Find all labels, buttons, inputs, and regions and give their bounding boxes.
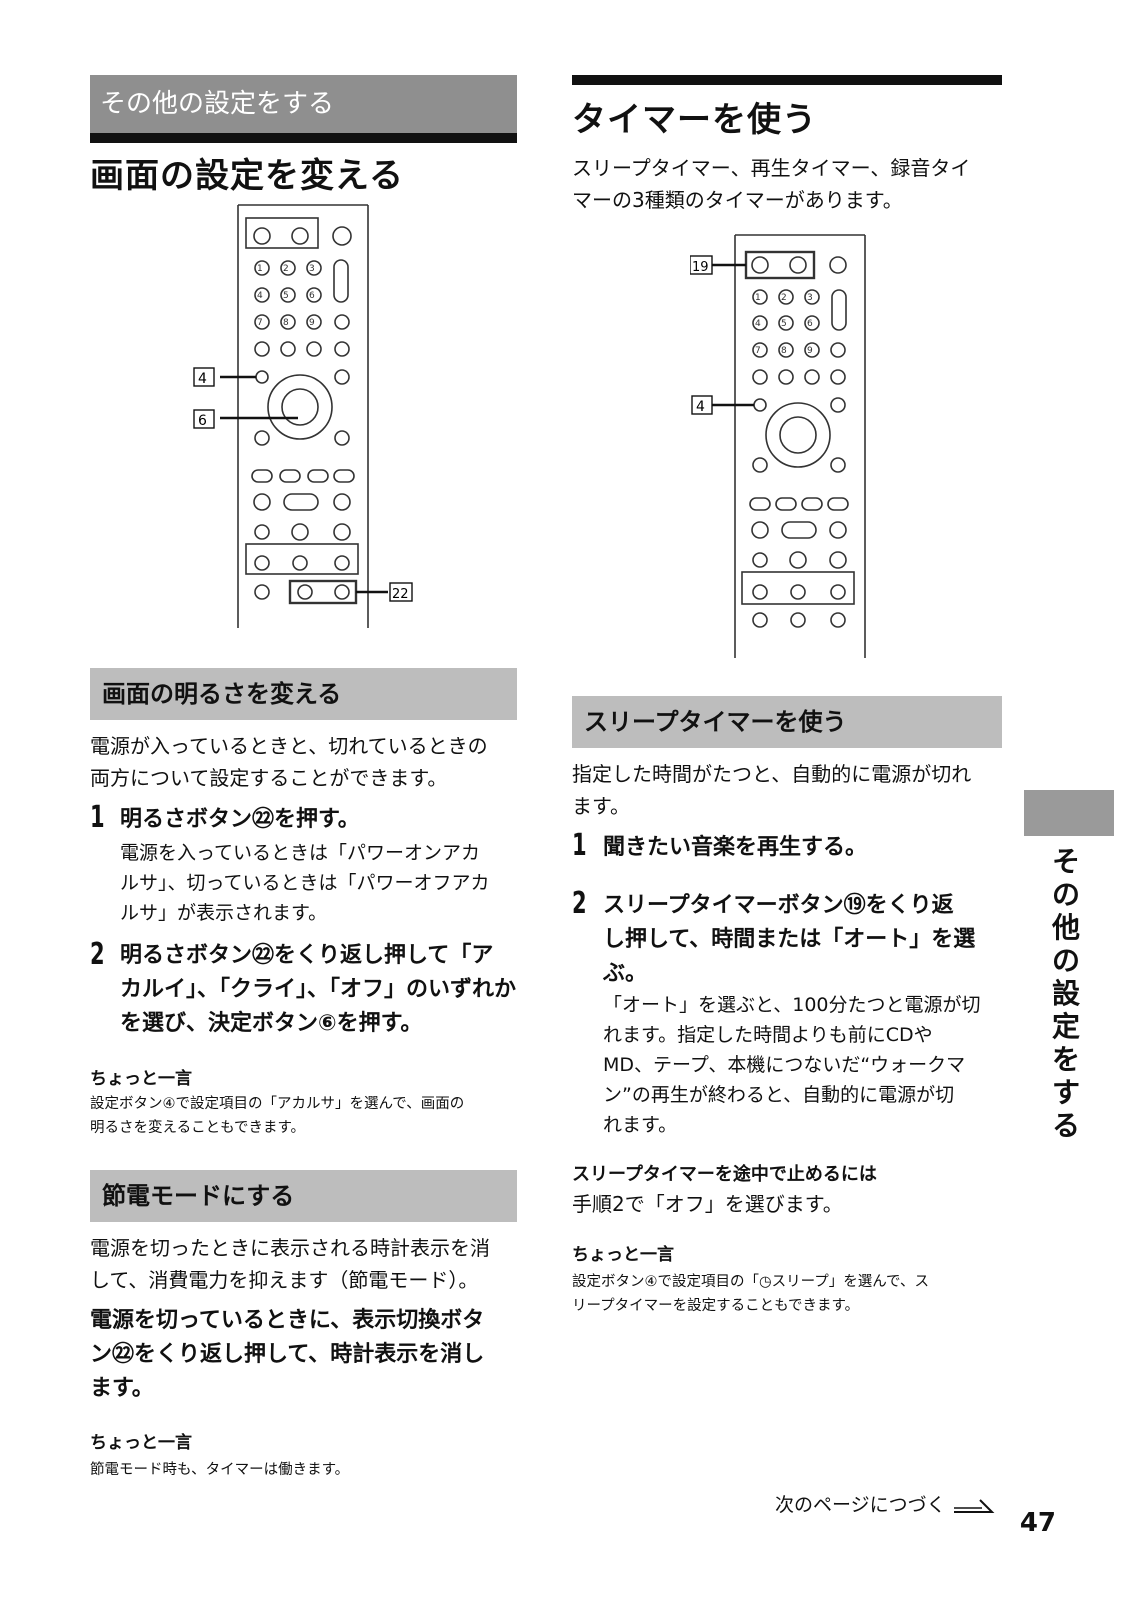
callout-22-left: 22 (392, 587, 409, 602)
svg-text:3: 3 (807, 293, 813, 303)
hint-heading: ちょっと一言 (90, 1069, 192, 1089)
hint-text: 設定ボタン④で設定項目の「アカルサ」を選んで、画面の 明るさを変えることもできま… (90, 1096, 465, 1136)
stop-heading: スリープタイマーを途中で止めるには (572, 1164, 877, 1185)
side-tab (1024, 790, 1114, 836)
page-number: 47 (1019, 1508, 1056, 1538)
hint-heading: ちょっと一言 (90, 1433, 192, 1453)
page-title-right: タイマーを使う (572, 100, 817, 140)
section-rule (90, 133, 517, 143)
section-label: その他の設定をする (90, 75, 517, 133)
eco-instruction: 電源を切っているときに、表示切換ボタ ン㉒をくり返し押して、時計表示を消し ます… (90, 1308, 485, 1401)
remote-illustration-right: 1 2 3 4 5 6 7 8 9 19 4 (690, 234, 866, 658)
step-instruction: 明るさボタン㉒を押す。 (120, 807, 360, 832)
svg-text:6: 6 (807, 319, 813, 329)
svg-text:7: 7 (755, 346, 761, 356)
callout-4-left: 4 (198, 371, 207, 387)
svg-text:4: 4 (257, 291, 263, 301)
step-number: 2 (90, 937, 105, 972)
step-number: 1 (572, 828, 587, 863)
svg-text:2: 2 (781, 293, 787, 303)
step-instruction: 聞きたい音楽を再生する。 (603, 835, 868, 860)
step-detail: 電源を入っているときは「パワーオンアカ ルサ」、切っているときは「パワーオフアカ… (120, 842, 490, 924)
sleep-heading: スリープタイマーを使う (572, 696, 1002, 748)
svg-text:4: 4 (755, 319, 761, 329)
callout-19-right: 19 (692, 260, 709, 275)
brightness-heading: 画面の明るさを変える (90, 668, 517, 720)
side-tab-label: そ の 他 の 設 定 を す る (1051, 845, 1080, 1142)
hint-text: 節電モード時も、タイマーは働きます。 (90, 1462, 350, 1478)
step-instruction: スリープタイマーボタン⑲をくり返 し押して、時間または「オート」を選 ぶ。 (603, 893, 976, 986)
svg-text:1: 1 (755, 293, 761, 303)
remote-illustration-left: 1 2 3 4 5 6 7 8 9 4 6 22 (193, 204, 413, 628)
hint-heading: ちょっと一言 (572, 1245, 674, 1265)
callout-4-right: 4 (696, 399, 705, 415)
step-detail: 「オート」を選ぶと、100分たつと電源が切 れます。指定した時間よりも前にCDや… (603, 994, 981, 1136)
svg-text:1: 1 (257, 264, 263, 274)
svg-text:3: 3 (309, 264, 315, 274)
svg-text:5: 5 (781, 319, 787, 329)
next-page-label: 次のページにつづく (775, 1490, 998, 1517)
brightness-intro: 電源が入っているときと、切れているときの 両方について設定することができます。 (90, 734, 488, 790)
stop-text: 手順2で「オフ」を選びます。 (572, 1192, 843, 1216)
svg-text:8: 8 (283, 318, 289, 328)
svg-text:9: 9 (807, 346, 813, 356)
hint-text: 設定ボタン④で設定項目の「◷スリープ」を選んで、ス リープタイマーを設定すること… (572, 1274, 929, 1314)
step-instruction: 明るさボタン㉒をくり返し押して「ア カルイ」、「クライ」、「オフ」のいずれか を… (120, 943, 517, 1036)
svg-text:9: 9 (309, 318, 315, 328)
svg-text:8: 8 (781, 346, 787, 356)
arrow-icon (953, 1498, 995, 1513)
step-number: 1 (90, 800, 105, 835)
callout-6-left: 6 (198, 413, 207, 429)
eco-heading: 節電モードにする (90, 1170, 517, 1222)
svg-text:7: 7 (257, 318, 263, 328)
timer-intro: スリープタイマー、再生タイマー、録音タイ マーの3種類のタイマーがあります。 (572, 156, 971, 212)
title-rule-right (572, 75, 1002, 85)
step-number: 2 (572, 886, 587, 921)
svg-text:5: 5 (283, 291, 289, 301)
page-title-left: 画面の設定を変える (90, 156, 404, 196)
svg-text:2: 2 (283, 264, 289, 274)
sleep-intro: 指定した時間がたつと、自動的に電源が切れ ます。 (572, 762, 972, 818)
svg-text:6: 6 (309, 291, 315, 301)
eco-intro: 電源を切ったときに表示される時計表示を消 して、消費電力を抑えます（節電モード）… (90, 1236, 490, 1292)
